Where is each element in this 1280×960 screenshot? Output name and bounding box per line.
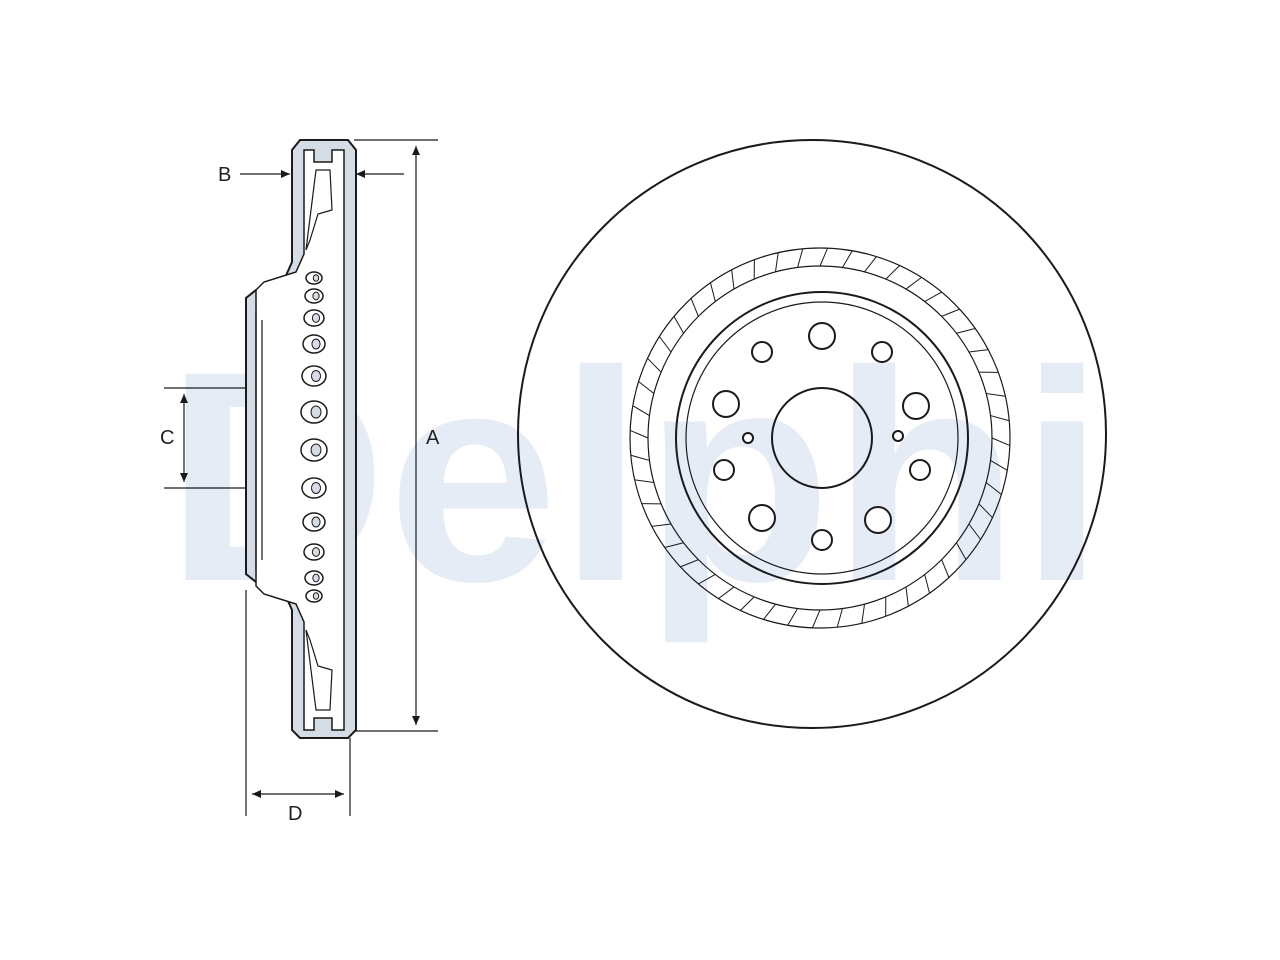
dimension-b-label: B [218,164,231,186]
vent-tick [797,248,804,268]
side-hole-inner [311,313,321,323]
vent-tick [941,559,950,578]
side-hole-inner [311,370,321,382]
bolt-hole [864,506,892,534]
vent-tick [990,415,1010,422]
vent-tick [658,336,672,353]
vent-tick [629,429,649,439]
disc-side-section-view [245,139,357,739]
bolt-hole [909,459,931,481]
vent-tick [634,479,654,484]
vent-tick [664,542,684,549]
vent-tick [774,252,779,272]
dimension-a: A [354,139,440,732]
side-hole-inner [312,291,320,301]
side-hole-inner [311,547,321,557]
vent-tick-marks [629,247,1011,629]
vent-tick [990,460,1008,471]
bolt-hole [902,392,930,420]
vent-tick [690,298,699,317]
vent-tick [924,291,942,302]
vent-tick [739,596,755,611]
vent-tick [647,357,662,373]
vent-ring-outer [629,247,1011,629]
vent-tick [978,503,993,519]
center-bore [771,387,873,489]
bolt-hole [808,322,836,350]
vent-tick [956,542,967,560]
vent-channel-lower [305,629,333,711]
vent-tick [864,256,877,273]
side-hole-inner [312,573,320,583]
vent-tick [638,381,655,394]
dimension-a-label: A [426,427,440,449]
vent-tick [709,282,716,302]
dimension-b: B [218,164,404,186]
dimension-d-label: D [288,803,302,825]
bolt-hole [742,432,754,444]
vent-tick [842,250,853,268]
side-hole-inner [311,516,321,528]
vent-tick [819,247,829,267]
disc-outer-edge [517,139,1107,729]
side-hole-inner [311,482,321,494]
vent-tick [763,603,776,620]
vent-tick [718,586,735,600]
vent-tick [680,559,699,568]
bolt-hole [892,430,904,442]
bolt-hole [748,504,776,532]
side-hole-inner [312,592,320,600]
vent-tick [941,308,960,317]
dimension-d: D [245,590,351,825]
side-hole-inner [312,274,320,282]
vent-tick [956,327,976,334]
vent-tick [905,586,909,607]
vent-tick [924,574,931,594]
hat-outer-circle [675,291,969,585]
vent-tick [632,405,650,416]
vent-tick [811,609,821,629]
vent-tick [731,269,735,290]
vent-tick [968,523,982,540]
bolt-hole [713,459,735,481]
bolt-hole [811,529,833,551]
vent-tick [787,608,798,626]
vent-tick [968,349,989,353]
side-hole-column [300,271,328,603]
side-hole-inner [311,338,321,350]
vent-tick [698,574,716,585]
vent-tick [861,604,866,624]
vent-tick [836,608,843,628]
disc-front-view [517,139,1107,729]
bolt-hole [751,341,773,363]
vent-tick [651,523,672,527]
side-hole-inner [310,405,322,419]
vent-channel-upper [305,169,333,251]
side-hole-inner [310,443,322,457]
dimension-c-label: C [160,427,174,449]
bolt-holes [712,322,931,551]
vent-tick [630,454,650,461]
vent-tick [986,392,1006,397]
vent-tick [885,265,901,280]
bolt-hole [712,390,740,418]
vent-tick [991,437,1011,447]
vent-tick [985,482,1002,495]
dimension-c: C [160,387,246,489]
bolt-hole [871,341,893,363]
hat-inner-circle [685,301,959,575]
vent-tick [905,276,922,290]
vent-tick [673,316,684,334]
